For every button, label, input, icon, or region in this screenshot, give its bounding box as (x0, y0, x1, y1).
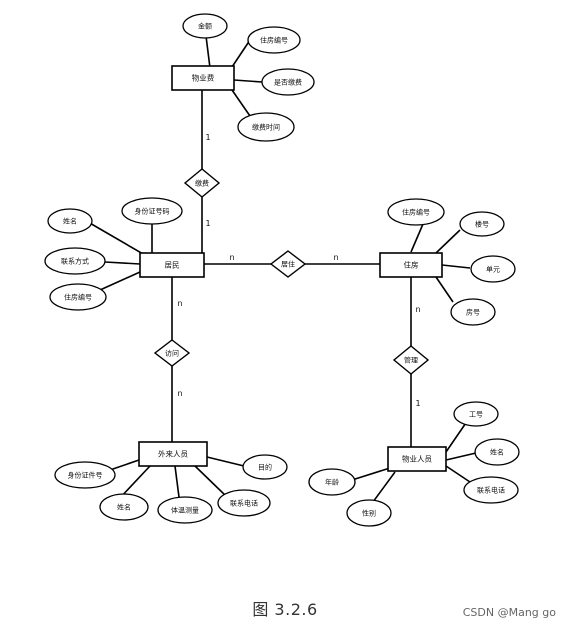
attribute-label: 工号 (469, 411, 483, 419)
attribute-house-building[interactable]: 楼号 (459, 211, 505, 237)
attribute-res-name[interactable]: 姓名 (47, 208, 93, 234)
entity-property-fee[interactable]: 物业费 (171, 65, 235, 91)
cardinality-pay-resident: 1 (205, 219, 210, 228)
attribute-fee-housing-no[interactable]: 住房编号 (247, 26, 301, 54)
attribute-label: 姓名 (63, 217, 77, 226)
attribute-res-contact[interactable]: 联系方式 (44, 247, 106, 275)
attribute-label: 单元 (486, 265, 500, 274)
attribute-label: 联系电话 (230, 499, 258, 508)
attribute-label: 体温测量 (171, 506, 199, 515)
relationship-label: 居住 (281, 260, 295, 269)
entity-label: 外来人员 (158, 449, 188, 459)
attribute-label: 住房编号 (402, 208, 430, 217)
attribute-label: 是否缴费 (274, 78, 302, 87)
cardinality-visit-visitor: n (177, 389, 182, 398)
attribute-house-no[interactable]: 住房编号 (387, 198, 445, 226)
attribute-label: 楼号 (475, 220, 489, 229)
relationship-visit[interactable]: 访问 (153, 339, 191, 367)
cardinality-resident-live: n (229, 253, 234, 262)
attribute-label: 住房编号 (260, 36, 288, 45)
attribute-label: 姓名 (117, 503, 131, 512)
entity-label: 居民 (165, 261, 180, 270)
attribute-lines (87, 27, 477, 507)
entity-visitor[interactable]: 外来人员 (138, 441, 208, 467)
entity-housing[interactable]: 住房 (379, 252, 443, 278)
attribute-vis-purpose[interactable]: 目的 (242, 454, 288, 480)
attribute-fee-time[interactable]: 缴费时间 (237, 112, 295, 142)
entity-label: 物业人员 (402, 454, 432, 464)
attribute-fee-paid[interactable]: 是否缴费 (261, 68, 315, 96)
attribute-vis-phone[interactable]: 联系电话 (217, 489, 271, 517)
cardinality-labels: 1 1 n n n n n 1 (177, 133, 420, 408)
attribute-label: 年龄 (325, 478, 339, 487)
watermark: CSDN @Mang go (462, 606, 556, 619)
attribute-vis-id[interactable]: 身份证件号 (54, 461, 116, 489)
attribute-house-room[interactable]: 房号 (450, 298, 496, 326)
entity-label: 物业费 (192, 73, 215, 83)
attribute-res-housing-no[interactable]: 住房编号 (49, 283, 107, 311)
attribute-staff-name[interactable]: 姓名 (474, 438, 520, 466)
attribute-label: 住房编号 (64, 293, 92, 302)
entity-staff[interactable]: 物业人员 (387, 446, 447, 472)
attribute-vis-name[interactable]: 姓名 (99, 493, 149, 521)
relationship-live[interactable]: 居住 (269, 250, 307, 278)
figure-caption: 图 3.2.6 (252, 600, 318, 619)
attribute-label: 房号 (466, 308, 480, 317)
cardinality-resident-visit: n (177, 299, 182, 308)
entity-resident[interactable]: 居民 (139, 252, 205, 278)
attribute-label: 缴费时间 (252, 123, 280, 132)
relationship-pay[interactable]: 缴费 (183, 168, 221, 198)
relationship-label: 管理 (404, 356, 418, 365)
attribute-label: 目的 (258, 463, 272, 472)
attribute-vis-temp[interactable]: 体温测量 (157, 496, 213, 524)
cardinality-housing-manage: n (415, 305, 420, 314)
cardinality-fee-pay: 1 (205, 133, 210, 142)
cardinality-manage-staff: 1 (415, 399, 420, 408)
relationship-lines (171, 90, 412, 448)
attribute-house-unit[interactable]: 单元 (470, 255, 516, 283)
attribute-label: 性别 (362, 509, 376, 518)
relationship-label: 访问 (165, 349, 179, 358)
relationship-label: 缴费 (195, 179, 209, 188)
attribute-label: 金额 (198, 22, 212, 31)
attribute-res-id[interactable]: 身份证号码 (121, 197, 183, 225)
attribute-staff-no[interactable]: 工号 (453, 401, 499, 427)
relationship-manage[interactable]: 管理 (392, 345, 430, 375)
attribute-staff-age[interactable]: 年龄 (308, 468, 356, 496)
attribute-fee-amount[interactable]: 金额 (182, 13, 228, 39)
attribute-label: 身份证件号 (68, 471, 103, 480)
attribute-label: 身份证号码 (135, 207, 170, 216)
attribute-staff-gender[interactable]: 性别 (346, 499, 392, 527)
cardinality-live-housing: n (333, 253, 338, 262)
attribute-label: 联系方式 (61, 257, 89, 266)
entity-label: 住房 (404, 260, 419, 270)
attribute-label: 姓名 (490, 448, 504, 457)
attribute-staff-phone[interactable]: 联系电话 (463, 476, 519, 504)
attribute-label: 联系电话 (477, 486, 505, 495)
